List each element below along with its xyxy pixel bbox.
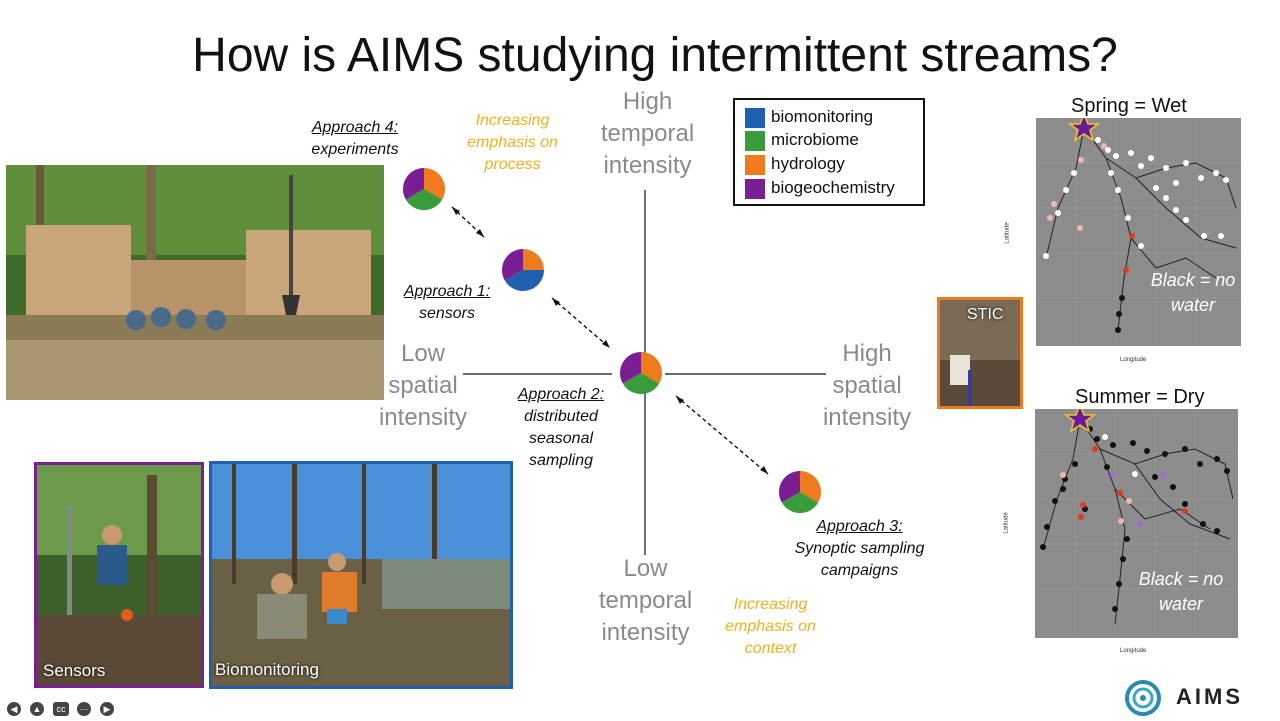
axis-label-right: High spatial intensity	[822, 340, 912, 431]
approach-4-desc: experiments	[311, 141, 399, 158]
legend-swatch-hydrology	[745, 155, 765, 175]
summer-map-plot	[1035, 402, 1238, 638]
approach-3-title: Approach 3:	[816, 518, 903, 535]
aims-logo-icon	[1125, 680, 1161, 716]
pie-approach-4	[402, 168, 446, 211]
legend-swatch-biomonitoring	[745, 108, 765, 128]
pie-approach-2	[619, 352, 663, 395]
approach-3-label: Approach 3: Synoptic sampling campaigns	[783, 516, 936, 582]
summer-map: Black = no water	[1035, 402, 1238, 638]
emphasis-process-note: Increasing emphasis on process	[467, 112, 558, 173]
legend-label-microbiome: microbiome	[771, 130, 859, 149]
approach-3-desc: Synoptic sampling campaigns	[794, 540, 925, 579]
approach-1-label: Approach 1: sensors	[385, 281, 509, 325]
spring-map-note: Black = no water	[1150, 270, 1236, 315]
prev-slide-button[interactable]: ◀	[7, 702, 21, 716]
captions-button[interactable]: cc	[53, 702, 69, 716]
summer-map-xlabel: Longitude	[1120, 648, 1147, 654]
approach-4-label: Approach 4: experiments	[290, 117, 420, 161]
emphasis-context-note: Increasing emphasis on context	[725, 596, 816, 657]
stic-photo: STIC	[937, 297, 1023, 409]
approach-2-desc: distributed seasonal sampling	[524, 408, 598, 469]
legend-swatch-biogeochemistry	[745, 179, 765, 199]
axis-label-top: High temporal intensity	[600, 88, 695, 179]
aims-logo	[1125, 680, 1165, 721]
spring-map-ylabel: Latitude	[1004, 222, 1011, 244]
spring-map-plot	[1036, 111, 1241, 346]
spring-map-star-icon	[1067, 111, 1101, 142]
biomonitoring-photo: Biomonitoring	[209, 461, 513, 689]
axis-label-bottom: Low temporal intensity	[598, 555, 693, 646]
experiment-photo-image	[6, 165, 384, 400]
summer-map-ylabel: Latitude	[1003, 512, 1010, 534]
approach-4-title: Approach 4:	[311, 119, 399, 136]
spring-map-title: Spring = Wet	[1071, 95, 1187, 117]
legend-swatch-microbiome	[745, 131, 765, 151]
summer-map-note: Black = no water	[1138, 569, 1224, 614]
legend: biomonitoring microbiome hydrology bioge…	[733, 98, 925, 206]
approach-2-title: Approach 2:	[517, 386, 605, 403]
experiment-photo	[6, 165, 384, 400]
legend-label-biomonitoring: biomonitoring	[771, 107, 874, 126]
sensors-photo-image	[37, 465, 201, 685]
approach-1-title: Approach 1:	[403, 283, 491, 300]
summer-map-star-icon	[1063, 402, 1097, 433]
slide-title: How is AIMS studying intermittent stream…	[192, 29, 1118, 82]
more-options-button[interactable]: ⋯	[77, 702, 91, 716]
legend-label-biogeochemistry: biogeochemistry	[771, 178, 895, 197]
aims-logo-text: AIMS	[1176, 684, 1243, 709]
pie-approach-3	[778, 471, 822, 514]
summer-map-title: Summer = Dry	[1075, 386, 1205, 408]
pointer-tool-icon[interactable]: ▲	[30, 702, 44, 716]
pie-approach-1	[501, 249, 544, 292]
stic-photo-label: STIC	[967, 306, 1004, 323]
approach-2-label: Approach 2: distributed seasonal samplin…	[505, 384, 617, 472]
legend-label-hydrology: hydrology	[771, 154, 845, 173]
next-slide-button[interactable]: ▶	[100, 702, 114, 716]
approach-1-desc: sensors	[418, 305, 476, 322]
axis-label-left: Low spatial intensity	[378, 340, 468, 431]
arrow-a2-a3	[675, 395, 769, 475]
spring-map: Black = no water	[1036, 111, 1241, 346]
sensors-photo-label: Sensors	[43, 661, 106, 680]
sensors-photo: Sensors	[34, 462, 204, 688]
arrow-a1-a2	[551, 297, 611, 349]
spring-map-xlabel: Longitude	[1120, 357, 1147, 363]
stic-photo-image	[940, 300, 1020, 406]
biomonitoring-photo-label: Biomonitoring	[215, 660, 319, 679]
biomonitoring-photo-image	[212, 464, 510, 686]
